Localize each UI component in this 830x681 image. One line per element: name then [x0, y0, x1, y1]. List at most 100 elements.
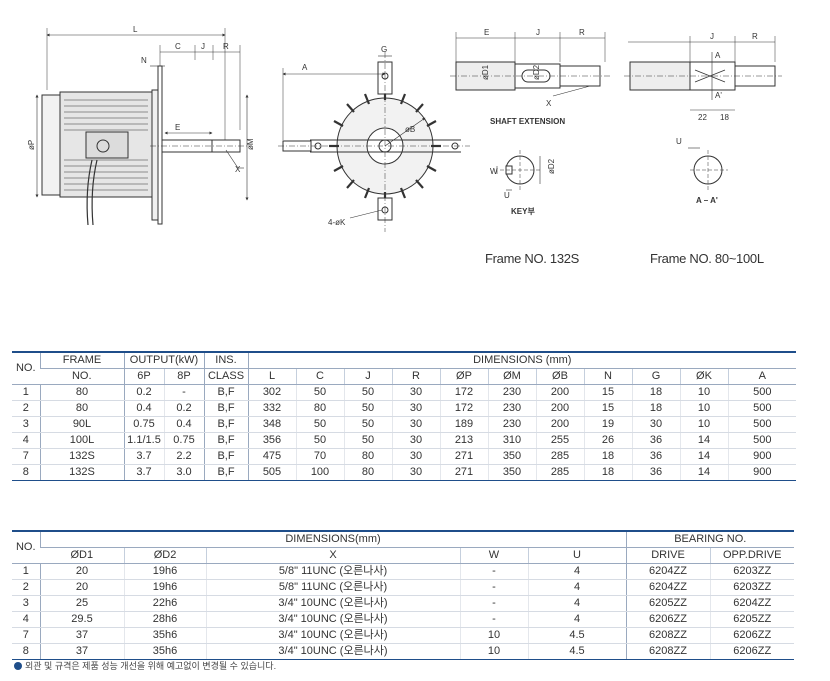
- table-cell: 14: [679, 432, 728, 449]
- table-cell: 20: [39, 563, 124, 580]
- dim-label-E: E: [175, 123, 180, 132]
- col-header-dim: C: [295, 368, 344, 385]
- col-header-dim: ØB: [535, 368, 584, 385]
- spec-table-shaft-bearing: NO. DIMENSIONS(mm) BEARING NO. ØD1 ØD2 X…: [12, 530, 794, 660]
- table-cell: 7: [12, 448, 40, 465]
- dim-label-phiB: øB: [405, 125, 415, 134]
- table-cell: 3/4" 10UNC (오른나사): [205, 643, 460, 660]
- table-cell: -: [459, 579, 528, 596]
- col-header-dim: G: [631, 368, 680, 385]
- table-cell: 500: [727, 384, 797, 401]
- table-cell: 0.4: [123, 400, 164, 417]
- table-cell: 4: [12, 611, 40, 628]
- col-header-output: OUTPUT(kW): [123, 351, 204, 369]
- dim-label-A: A: [302, 63, 308, 72]
- table-cell: 26: [583, 432, 632, 449]
- table-cell: 3/4" 10UNC (오른나사): [205, 611, 460, 628]
- table-cell: 4: [527, 579, 626, 596]
- table-cell: 20: [39, 579, 124, 596]
- table-cell: 172: [439, 400, 488, 417]
- table-cell: 30: [391, 464, 440, 481]
- table-cell: 0.75: [163, 432, 204, 449]
- table-cell: 19h6: [123, 579, 206, 596]
- table-cell: 30: [391, 416, 440, 433]
- shaft-extension-detail: [450, 32, 612, 97]
- table-cell: 80: [39, 400, 124, 417]
- table-cell: 80: [343, 448, 392, 465]
- dim-label-G: G: [381, 45, 387, 54]
- key-label-U: U: [504, 191, 510, 200]
- dim-label-R: R: [223, 42, 229, 51]
- table-cell: 4.5: [527, 627, 626, 644]
- table-cell: 356: [247, 432, 296, 449]
- col-header-no: NO.: [12, 351, 40, 385]
- col-header-d1: ØD1: [40, 547, 124, 564]
- col-header-8p: 8P: [163, 368, 204, 385]
- table-cell: 285: [535, 448, 584, 465]
- table-cell: 30: [631, 416, 680, 433]
- table-cell: 310: [487, 432, 536, 449]
- table-cell: 18: [631, 400, 680, 417]
- table-cell: 80: [343, 464, 392, 481]
- frame80-shaft-detail: [624, 36, 782, 190]
- table-cell: 10: [459, 627, 528, 644]
- technical-drawing: L C J R N E øP øM X: [27, 25, 782, 232]
- table-cell: 30: [391, 400, 440, 417]
- shaft-label-D2: øD2: [532, 64, 541, 80]
- col-header-no: NO.: [12, 530, 40, 564]
- key-label-D2: øD2: [547, 158, 556, 174]
- table-cell: 10: [679, 416, 728, 433]
- table-cell: 14: [679, 448, 728, 465]
- col-header-bearing: BEARING NO.: [625, 530, 794, 548]
- col-header-dim: R: [391, 368, 440, 385]
- table-cell: B,F: [203, 432, 248, 449]
- table-cell: 900: [727, 464, 797, 481]
- table-cell: B,F: [203, 384, 248, 401]
- table-cell: 132S: [39, 448, 124, 465]
- table-cell: 6208ZZ: [625, 643, 710, 660]
- table-cell: 900: [727, 448, 797, 465]
- col-header-ins-class: CLASS: [203, 368, 248, 385]
- table-cell: 8: [12, 464, 40, 481]
- shaft-label-E: E: [484, 28, 489, 37]
- table-cell: 2: [12, 579, 40, 596]
- col-header-dim: N: [583, 368, 632, 385]
- table-cell: 50: [343, 384, 392, 401]
- table-cell: 15: [583, 384, 632, 401]
- table-cell: 4: [527, 595, 626, 612]
- dim-label-K: 4-øK: [328, 218, 346, 227]
- dim-label-L: L: [133, 25, 138, 34]
- table-cell: 271: [439, 464, 488, 481]
- table-cell: 500: [727, 416, 797, 433]
- table-cell: 18: [583, 464, 632, 481]
- table-cell: 5/8" 11UNC (오른나사): [205, 563, 460, 580]
- shaft-label-X: X: [546, 99, 552, 108]
- table-cell: 3.7: [123, 448, 164, 465]
- key-label-title: KEY부: [511, 207, 535, 216]
- table-cell: 0.75: [123, 416, 164, 433]
- dim-label-phiP: øP: [27, 140, 36, 150]
- table-cell: 35h6: [123, 643, 206, 660]
- col-header-ins: INS.: [203, 351, 248, 369]
- frame80-label-22: 22: [698, 113, 707, 122]
- table-cell: 6206ZZ: [625, 611, 710, 628]
- col-header-d2: ØD2: [123, 547, 206, 564]
- col-header-u: U: [527, 547, 626, 564]
- table-cell: 3/4" 10UNC (오른나사): [205, 627, 460, 644]
- table-cell: 37: [39, 627, 124, 644]
- dim-label-J: J: [201, 42, 205, 51]
- table-cell: 475: [247, 448, 296, 465]
- table-cell: 3.0: [163, 464, 204, 481]
- table-cell: 6204ZZ: [625, 563, 710, 580]
- table-cell: B,F: [203, 416, 248, 433]
- frame80-label-R: R: [752, 32, 758, 41]
- col-header-drive: DRIVE: [625, 547, 710, 564]
- table-cell: 189: [439, 416, 488, 433]
- table-cell: 30: [391, 432, 440, 449]
